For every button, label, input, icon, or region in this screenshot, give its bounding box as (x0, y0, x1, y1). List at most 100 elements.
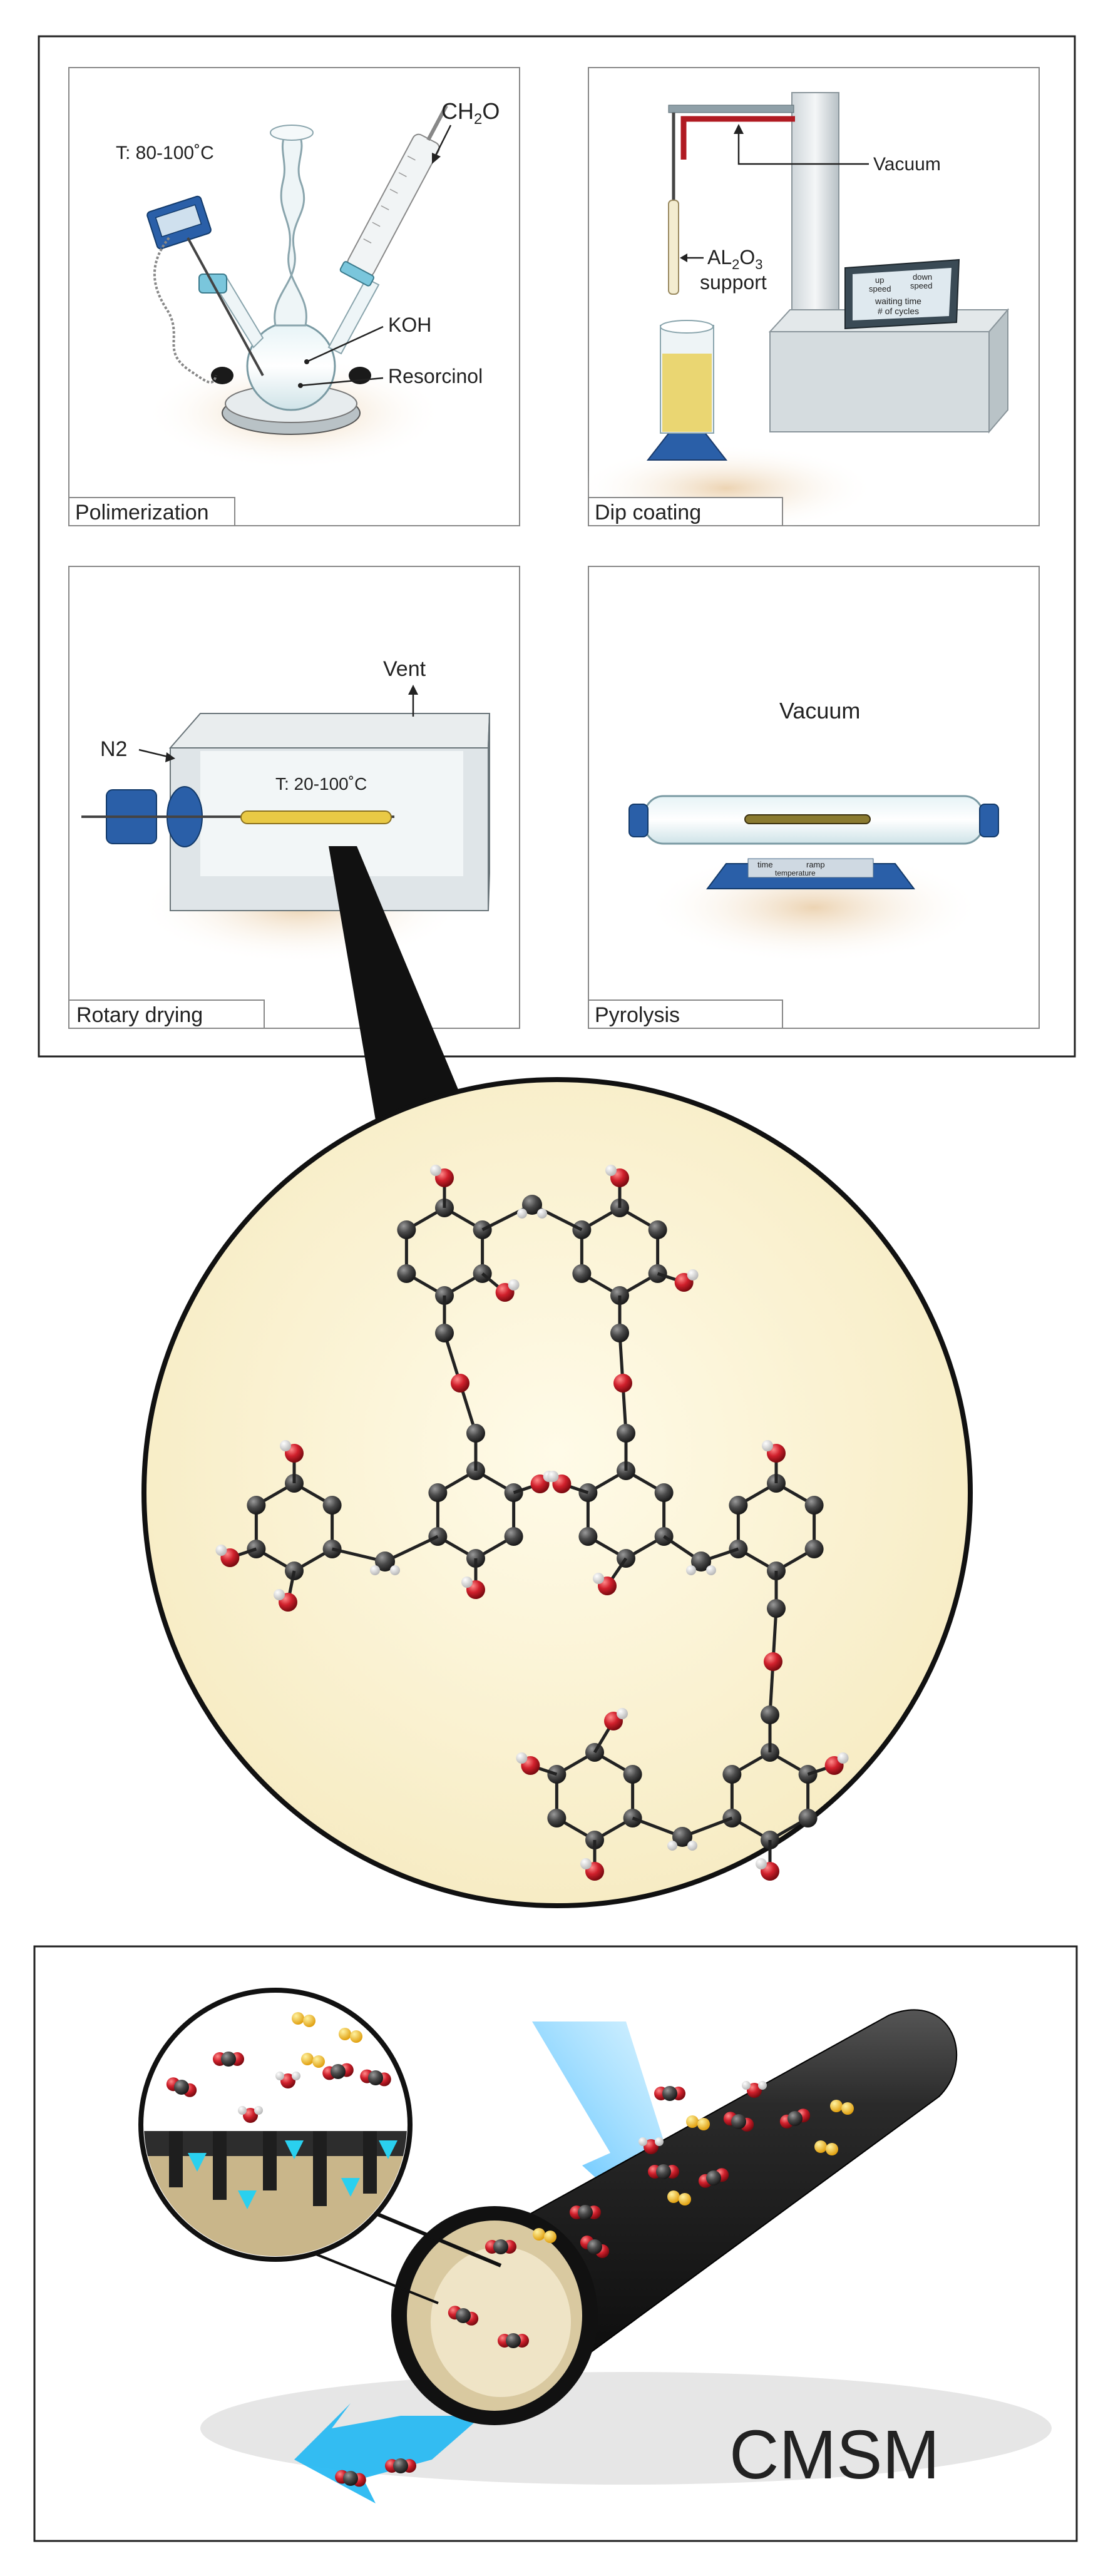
h2-molecule (667, 2190, 680, 2203)
screen-cycles: # of cycles (878, 306, 919, 316)
carbon-atom (761, 1705, 779, 1724)
hydrogen-atom (508, 1279, 520, 1291)
resorcinol-formaldehyde-structure (215, 1165, 849, 1881)
oxygen-atom (613, 1374, 632, 1393)
co2-molecule (506, 2333, 521, 2348)
co2-molecule (393, 2458, 408, 2473)
hydrogen-atom (593, 1573, 604, 1584)
h2-molecule (544, 2231, 556, 2243)
carbon-atom (654, 1483, 674, 1502)
h2o-molecule (254, 2106, 263, 2115)
carbon-atom (375, 1551, 395, 1572)
polymerization-panel: T: 80-100˚C CH2O KOH Resorcinol Polimeri… (68, 67, 520, 526)
hydrogen-atom (280, 1440, 291, 1451)
carbon-atom (804, 1540, 824, 1558)
co2-molecule (587, 2239, 602, 2254)
dip-vacuum-label: Vacuum (873, 154, 941, 175)
h2-molecule (301, 2053, 314, 2065)
co2-molecule (493, 2239, 508, 2254)
h2o-molecule (655, 2137, 664, 2146)
co2-molecule (578, 2205, 593, 2220)
h2o-molecule (280, 2073, 295, 2088)
h2o-molecule (742, 2081, 751, 2090)
carbon-atom (522, 1195, 542, 1215)
co2-molecule (662, 2086, 677, 2101)
cmsm-label: CMSM (729, 2416, 940, 2493)
carbon-atom (804, 1496, 824, 1515)
screen-up-speed-2: speed (869, 284, 891, 294)
hydrogen-atom (430, 1165, 441, 1176)
carbon-atom (691, 1551, 711, 1572)
pyrolysis-caption: Pyrolysis (595, 1003, 680, 1027)
dip-coating-panel: up speed down speed waiting time # of cy… (576, 67, 1040, 532)
polymerization-temp-label: T: 80-100˚C (116, 143, 214, 163)
polymerization-caption: Polimerization (75, 501, 209, 524)
carbon-atom (504, 1527, 523, 1546)
hydrogen-atom (517, 1209, 527, 1219)
h2-molecule (350, 2030, 362, 2043)
h2-molecule (686, 2115, 699, 2128)
hydrogen-atom (370, 1565, 380, 1575)
co2-molecule (706, 2170, 721, 2185)
gas-molecules (166, 2012, 854, 2487)
pyrolysis-vacuum-label: Vacuum (779, 698, 860, 723)
h2o-molecule (292, 2072, 300, 2080)
carbon-atom (648, 1220, 667, 1239)
h2-molecule (292, 2012, 304, 2025)
hydrogen-atom (686, 1565, 696, 1575)
membrane-panel: CMSM (33, 1945, 1078, 2542)
h2o-molecule (243, 2108, 258, 2123)
carbon-atom (767, 1599, 786, 1618)
h2-molecule (303, 2015, 315, 2027)
carbon-atom (572, 1264, 592, 1283)
hydrogen-atom (461, 1577, 473, 1588)
carbon-atom (435, 1324, 454, 1342)
oxygen-atom (451, 1374, 469, 1393)
carbon-atom (722, 1765, 742, 1784)
carbon-atom (322, 1496, 342, 1515)
pyrolysis-base-ramp: ramp (806, 860, 825, 869)
h2o-molecule (758, 2081, 767, 2090)
pyrolysis-panel: Vacuum time ramp temperature Pyrolysis (588, 566, 1040, 1029)
carbon-atom (610, 1324, 629, 1342)
dip-coating-caption: Dip coating (595, 501, 701, 524)
h2-molecule (312, 2055, 325, 2068)
hydrogen-atom (687, 1269, 699, 1280)
hydrogen-atom (617, 1708, 628, 1719)
co2-molecule (787, 2111, 803, 2126)
screen-up-speed-1: up (875, 275, 884, 285)
h2-molecule (841, 2102, 854, 2115)
screen-down-speed-2: speed (910, 281, 932, 290)
h2-molecule (339, 2028, 351, 2040)
hydrogen-atom (667, 1841, 677, 1851)
rotary-drying-caption: Rotary drying (76, 1003, 203, 1027)
co2-molecule (368, 2070, 383, 2085)
co2-molecule (731, 2114, 746, 2129)
vent-label: Vent (383, 657, 426, 681)
co2-molecule (331, 2064, 346, 2079)
carbon-atom (623, 1765, 642, 1784)
co2-molecule (221, 2052, 236, 2067)
ch2o-label: CH2O (441, 98, 500, 128)
h2-molecule (814, 2140, 827, 2153)
hydrogen-atom (580, 1858, 592, 1869)
resorcinol-label: Resorcinol (388, 365, 483, 387)
al2o3-support-label: AL2O3 (707, 246, 763, 272)
screen-waiting-time: waiting time (874, 296, 921, 306)
h2o-molecule (275, 2072, 284, 2080)
hydrogen-atom (762, 1440, 773, 1451)
h2o-molecule (238, 2106, 247, 2115)
hydrogen-atom (547, 1471, 559, 1482)
h2-molecule (826, 2143, 838, 2155)
hydrogen-atom (537, 1209, 547, 1219)
hydrogen-atom (687, 1841, 697, 1851)
carbon-atom (466, 1424, 485, 1443)
carbon-atom (397, 1220, 416, 1239)
molecular-zoom-callout (141, 846, 973, 1908)
carbon-atom (672, 1827, 692, 1847)
carbon-atom (397, 1264, 416, 1283)
h2-molecule (533, 2228, 545, 2241)
co2-molecule (343, 2471, 358, 2486)
h2o-molecule (639, 2137, 647, 2146)
